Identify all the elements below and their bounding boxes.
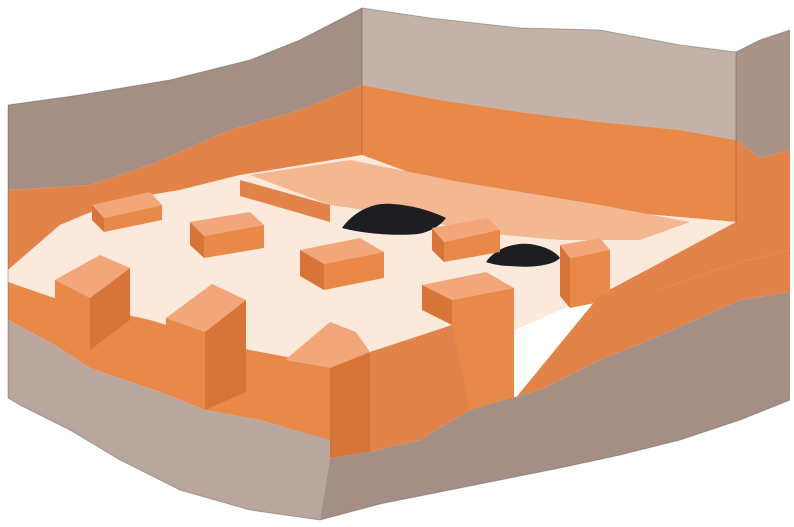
side-wall-soil-right [736, 30, 790, 158]
